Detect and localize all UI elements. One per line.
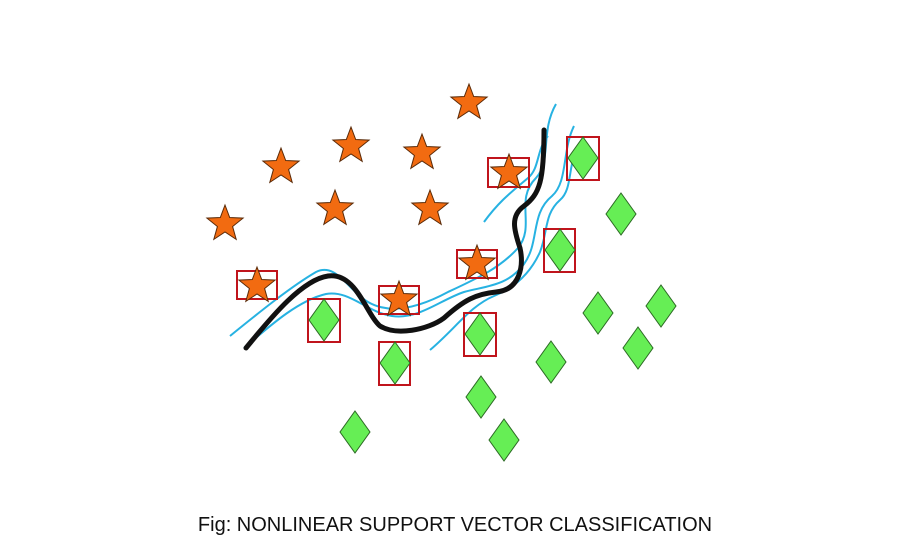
diamond-point — [605, 192, 637, 236]
star-point — [331, 125, 371, 163]
diamond-point — [339, 410, 371, 454]
star-point — [449, 82, 489, 120]
data-points — [205, 82, 677, 462]
decision-boundary-curve — [243, 127, 547, 351]
decision-boundary — [243, 127, 547, 351]
diamond-point — [622, 326, 654, 370]
star-point — [205, 203, 245, 241]
diamond-point — [544, 228, 576, 272]
diamond-point — [567, 136, 599, 180]
diamond-point — [308, 298, 340, 342]
diamond-point — [488, 418, 520, 462]
diamond-point — [535, 340, 567, 384]
star-point — [315, 188, 355, 226]
star-point — [261, 146, 301, 184]
margin-line — [243, 125, 575, 349]
star-point — [410, 188, 450, 226]
support-vector-boxes — [236, 136, 600, 386]
diamond-point — [645, 284, 677, 328]
diamond-point — [582, 291, 614, 335]
star-point — [457, 243, 497, 281]
star-point — [237, 265, 277, 303]
diamond-point — [379, 341, 411, 385]
margin-line — [229, 103, 557, 337]
diamond-point — [465, 375, 497, 419]
diamond-point — [464, 312, 496, 356]
figure-caption: Fig: NONLINEAR SUPPORT VECTOR CLASSIFICA… — [197, 514, 713, 536]
star-point — [379, 279, 419, 317]
star-point — [489, 152, 529, 190]
star-point — [402, 132, 442, 170]
